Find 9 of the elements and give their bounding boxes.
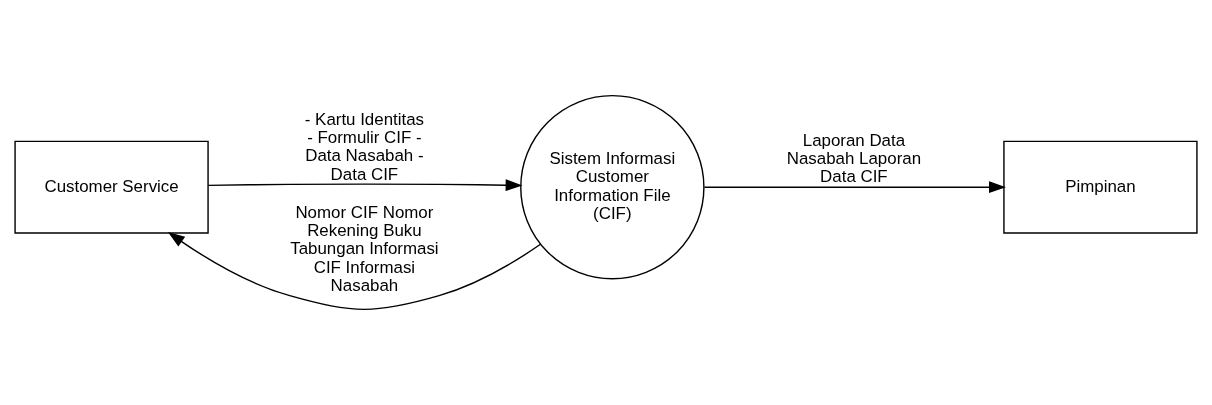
node-circle: Sistem Informasi Customer Information File (CIF) <box>520 94 705 280</box>
arrow <box>207 179 523 192</box>
edge-label: Nomor CIF Nomor Rekening Buku Tabungan Informasi CIF Informasi Nasabah <box>290 202 439 295</box>
arrow <box>703 181 1006 194</box>
arrow <box>167 231 542 311</box>
node-box: Pimpinan <box>1003 140 1198 234</box>
edge-label: Laporan Data Nasabah Laporan Data CIF <box>786 130 922 187</box>
node-box: Customer Service <box>14 140 209 234</box>
edge-label: - Kartu Identitas - Formulir CIF - Data Nasabah - Data CIF <box>304 109 425 184</box>
